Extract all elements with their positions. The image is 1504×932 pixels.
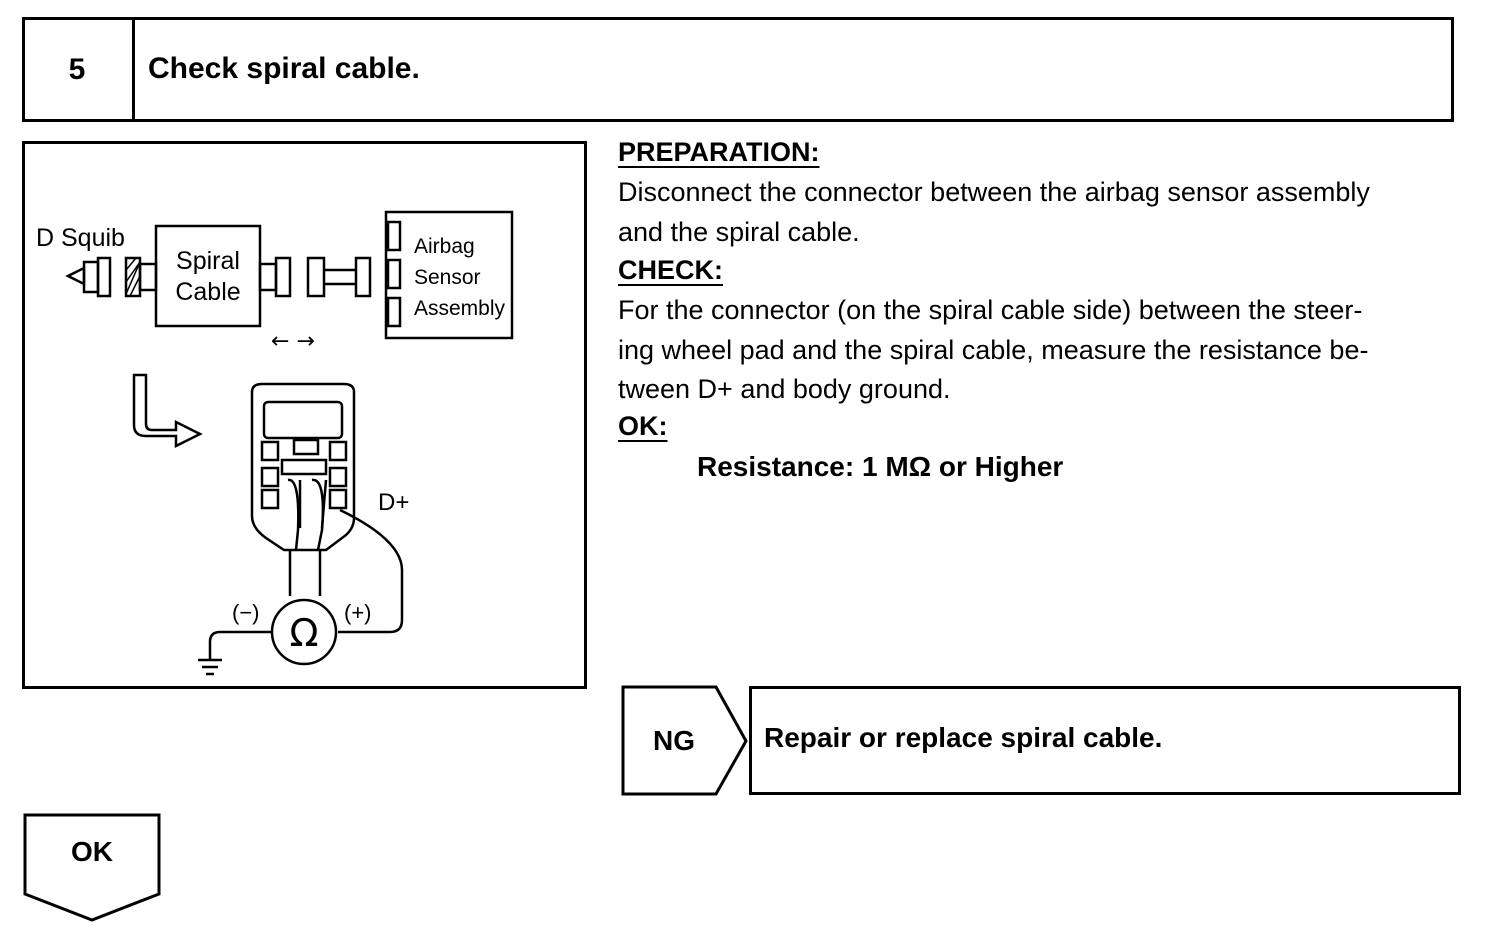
- ng-action-box: [749, 686, 1461, 795]
- ok-tag: OK: [71, 836, 113, 867]
- step-header-box: [22, 17, 1454, 122]
- lead-cable-icon: [288, 550, 322, 596]
- spiral-cable-box: [154, 224, 262, 328]
- harness-connector-icon: [306, 256, 326, 298]
- spiral-label-1: Spiral: [176, 247, 240, 275]
- d-plus-label: D+: [378, 489, 409, 516]
- airbag-label-3: Assembly: [414, 297, 506, 320]
- check-line-2: ing wheel pad and the spiral cable, meas…: [618, 335, 1369, 365]
- check-line-1: For the connector (on the spiral cable s…: [618, 295, 1363, 325]
- bent-arrow-icon: [132, 373, 203, 449]
- ok-tag-shape: [23, 813, 161, 922]
- check-heading: CHECK:: [618, 255, 723, 285]
- check-line-3: tween D+ and body ground.: [618, 374, 951, 404]
- ng-action-text: Repair or replace spiral cable.: [764, 722, 1163, 753]
- squib-tip-icon: [65, 265, 86, 287]
- plus-label: (+): [344, 600, 372, 625]
- airbag-label-1: Airbag: [414, 235, 475, 258]
- step-title: Check spiral cable.: [148, 52, 420, 85]
- probe-plus-icon: [311, 478, 325, 551]
- squib-plug-body-icon: [96, 256, 112, 298]
- spiral-label-2: Cable: [175, 278, 240, 306]
- spiral-connector-icon: [274, 256, 292, 298]
- ng-tag-shape: [621, 685, 748, 796]
- spiral-cable-diagram: D Squib Spiral Cable Airbag Sensor Assem…: [36, 210, 514, 676]
- squib-plug-icon: [82, 260, 100, 294]
- step-number: 5: [22, 17, 135, 122]
- squib-label: D Squib: [36, 224, 125, 252]
- airbag-sensor-box: [384, 210, 514, 340]
- preparation-line-1: Disconnect the connector between the air…: [618, 177, 1370, 207]
- preparation-line-2: and the spiral cable.: [618, 217, 860, 247]
- diagram-frame: [22, 141, 587, 689]
- disconnect-arrows: ← →: [271, 329, 315, 354]
- minus-label: (−): [232, 600, 260, 625]
- airbag-label-2: Sensor: [414, 266, 481, 289]
- ng-tag: NG: [653, 724, 695, 756]
- resistance-spec: Resistance: 1 MΩ or Higher: [697, 451, 1064, 482]
- ok-heading: OK:: [618, 411, 668, 441]
- ohm-symbol: Ω: [289, 611, 318, 655]
- preparation-heading: PREPARATION:: [618, 137, 820, 167]
- probe-minus-icon: [287, 478, 300, 551]
